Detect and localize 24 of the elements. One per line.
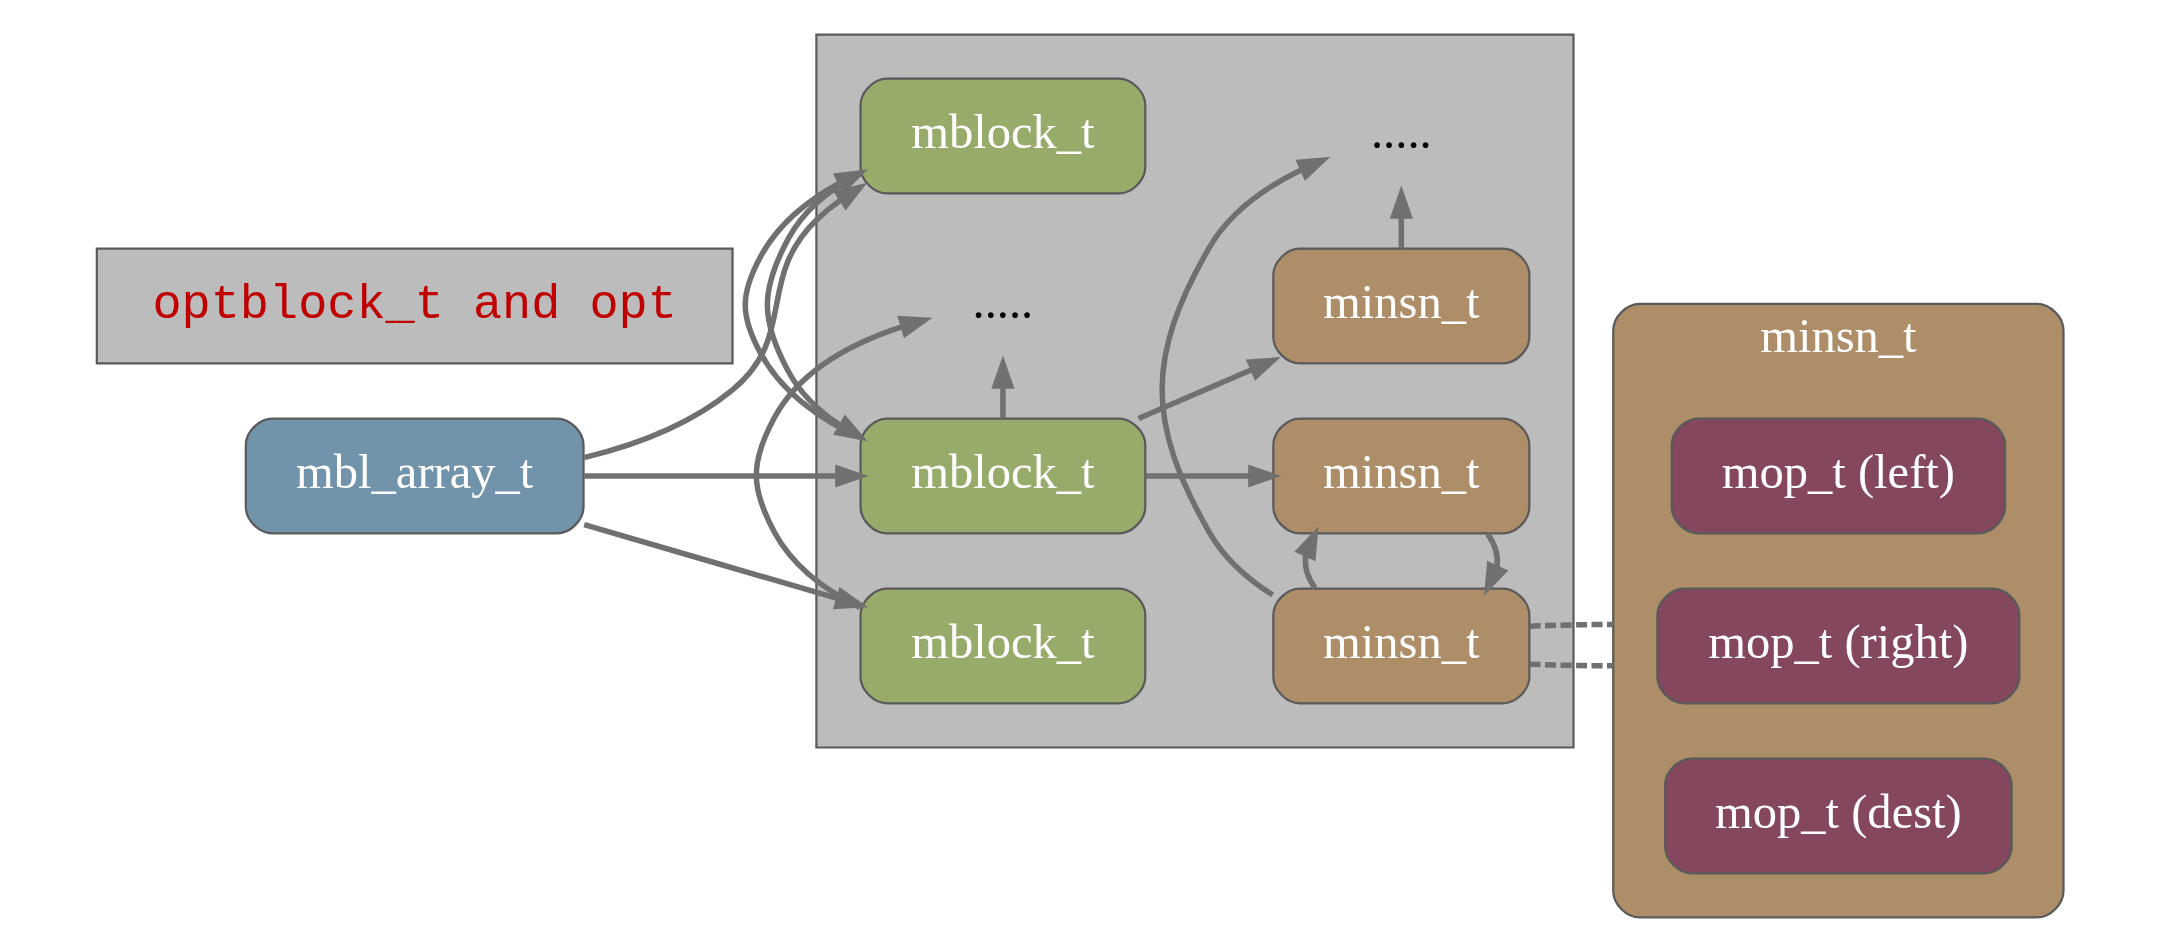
node-box: minsn_t — [1271, 417, 1530, 535]
node-box: mop_t (left) — [1670, 417, 2006, 535]
node-box: mblock_t — [858, 77, 1146, 195]
node-text: ..... — [1370, 105, 1432, 160]
arrow — [1483, 532, 1508, 596]
arrow — [1136, 357, 1281, 421]
arrow — [583, 464, 868, 488]
node-box: mop_t (right) — [1655, 587, 2020, 705]
arrow — [1389, 185, 1413, 249]
arrow — [990, 355, 1015, 419]
node-box: mbl_array_t — [244, 417, 585, 535]
cluster — [814, 33, 1575, 749]
arrow — [1293, 526, 1318, 590]
arrow — [1159, 156, 1330, 598]
arrow — [1145, 464, 1281, 488]
node-box: minsn_t — [1271, 247, 1530, 365]
connector — [1529, 621, 1613, 629]
connector — [1529, 661, 1613, 669]
node-box: minsn_t — [1271, 587, 1530, 705]
node-box: mblock_t — [858, 587, 1146, 705]
node-box: mop_t (dest) — [1663, 757, 2013, 875]
node-box: mblock_t — [858, 417, 1146, 535]
node-text: ..... — [972, 275, 1033, 330]
node-box: optblock_t and opt — [95, 247, 734, 365]
